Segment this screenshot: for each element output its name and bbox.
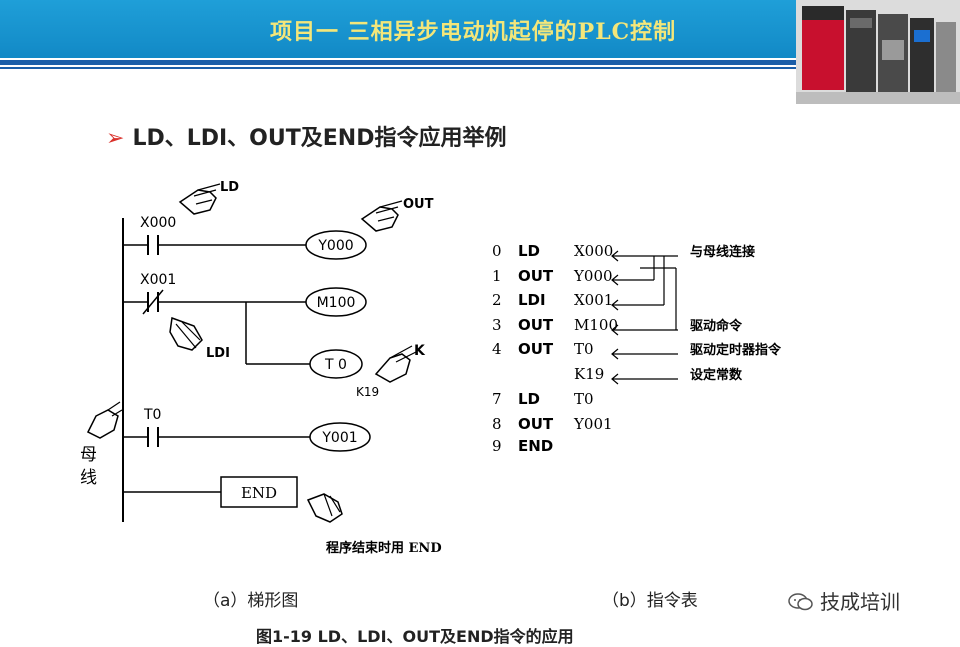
instruction-row: 2 LDI X001 — [492, 291, 613, 309]
instruction-row: 4 OUT T0 驱动定时器指令 — [492, 340, 782, 358]
contact-x000-label: X000 — [140, 215, 176, 231]
brand-text: 技成培训 — [820, 590, 900, 614]
instruction-row: 1 OUT Y000 — [492, 267, 613, 285]
pointing-hand-icon — [169, 316, 203, 351]
k19-label: K19 — [356, 385, 379, 399]
instruction-note: 设定常数 — [690, 367, 743, 383]
caption-b: （b）指令表 — [602, 591, 698, 611]
instruction-operand: T0 — [574, 340, 594, 358]
brand-watermark: 技成培训 — [788, 586, 900, 615]
instruction-operand: M100 — [574, 316, 618, 334]
instruction-operand: K19 — [574, 365, 604, 383]
header-title: 项目一 三相异步电动机起停的PLC控制 — [270, 19, 677, 45]
bus-label-2: 线 — [80, 468, 97, 488]
instruction-step: 7 — [492, 390, 502, 408]
annotation-arrows — [611, 250, 678, 385]
instruction-operand: T0 — [574, 390, 594, 408]
header-divider-thin — [0, 67, 960, 69]
instruction-opcode: OUT — [518, 415, 554, 433]
instruction-step: 1 — [492, 267, 502, 285]
contact-t0-label: T0 — [143, 407, 161, 423]
instruction-step: 9 — [492, 437, 502, 455]
instruction-opcode: LD — [518, 390, 540, 408]
instruction-operand: X000 — [574, 242, 613, 260]
callout-ld: LD — [220, 180, 239, 195]
callout-k: K — [414, 343, 426, 359]
instruction-operand: Y000 — [573, 267, 613, 285]
instruction-row: 7 LD T0 — [492, 390, 594, 408]
coil-m100-label: M100 — [317, 295, 356, 311]
contact-x001-label: X001 — [140, 272, 176, 288]
contact-t0 — [147, 427, 159, 447]
instruction-step: 2 — [492, 291, 502, 309]
instruction-step: 4 — [492, 340, 502, 358]
coil-t0-label: T 0 — [324, 357, 347, 373]
instruction-opcode: LDI — [518, 291, 546, 309]
plc-device-image — [796, 0, 960, 104]
instruction-opcode: END — [518, 437, 553, 455]
section-heading-text: LD、LDI、OUT及END指令应用举例 — [132, 126, 507, 151]
header-divider — [0, 60, 960, 65]
coil-t0 — [309, 349, 363, 379]
end-box-label: END — [241, 484, 277, 502]
section-heading: ➢ LD、LDI、OUT及END指令应用举例 — [106, 120, 506, 152]
instruction-row: 9 END — [492, 437, 553, 455]
coil-y000 — [305, 230, 367, 260]
callout-out: OUT — [403, 197, 434, 212]
coil-y001 — [309, 422, 371, 452]
end-note: 程序结束时用 END — [326, 540, 442, 556]
wechat-icon — [788, 593, 813, 611]
bus-label-1: 母 — [80, 445, 97, 465]
instruction-opcode: LD — [518, 242, 540, 260]
pointing-hand-icon — [86, 401, 123, 439]
coil-m100 — [305, 287, 367, 317]
instruction-row: 3 OUT M100 驱动命令 — [492, 316, 743, 334]
instruction-note: 驱动命令 — [690, 318, 743, 334]
coil-y000-label: Y000 — [317, 238, 353, 254]
instruction-opcode: OUT — [518, 316, 554, 334]
caption-a: （a）梯形图 — [203, 591, 299, 611]
pointing-hand-icon — [306, 493, 343, 523]
instruction-note: 与母线连接 — [690, 244, 755, 260]
instruction-opcode: OUT — [518, 267, 554, 285]
instruction-row: 0 LD X000 与母线连接 — [492, 242, 755, 260]
instruction-operand: Y001 — [573, 415, 613, 433]
pointing-hand-icon — [178, 183, 221, 215]
instruction-step: 8 — [492, 415, 502, 433]
figure-caption: 图1-19 LD、LDI、OUT及END指令的应用 — [256, 627, 574, 646]
instruction-step: 0 — [492, 242, 502, 260]
instruction-operand: X001 — [574, 291, 613, 309]
contact-x000 — [147, 235, 159, 255]
instruction-step: 3 — [492, 316, 502, 334]
callout-ldi: LDI — [206, 346, 230, 361]
bullet-arrow-icon: ➢ — [106, 126, 125, 151]
end-box — [220, 476, 298, 508]
pointing-hand-icon — [374, 345, 417, 383]
coil-y001-label: Y001 — [321, 430, 357, 446]
instruction-row: K19 设定常数 — [574, 365, 743, 383]
pointing-hand-icon — [360, 200, 403, 232]
instruction-row: 8 OUT Y001 — [492, 415, 613, 433]
instruction-note: 驱动定时器指令 — [690, 342, 782, 358]
instruction-opcode: OUT — [518, 340, 554, 358]
